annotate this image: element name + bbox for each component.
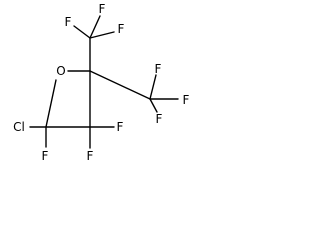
atom-label-fluorine: F	[118, 22, 125, 36]
bond-cf3a-f1	[73, 25, 91, 39]
atom-label-fluorine: F	[65, 15, 72, 29]
bond-cf3a-f3	[89, 15, 101, 39]
atom-label-fluorine: F	[99, 2, 106, 16]
atom-label-fluorine: F	[183, 93, 190, 107]
structure-diagram: O Cl F F F F F F F F F	[13, 2, 189, 163]
bond-cf3a-f2	[89, 31, 115, 39]
atom-label-fluorine: F	[117, 120, 124, 134]
atom-label-fluorine: F	[42, 149, 49, 163]
bond-cf3b-f3	[149, 98, 158, 113]
atom-label-oxygen: O	[56, 64, 65, 78]
bond-c2-o1	[45, 79, 57, 128]
bond-cf3b-f1	[149, 74, 157, 100]
bonds	[29, 15, 179, 149]
atom-label-fluorine: F	[156, 112, 163, 126]
atom-labels: O Cl F F F F F F F F F	[13, 2, 189, 163]
atom-label-chlorine: Cl	[13, 120, 25, 134]
atom-label-fluorine: F	[155, 62, 162, 76]
bond-c4-cf3b	[89, 70, 151, 100]
atom-label-fluorine: F	[87, 149, 94, 163]
